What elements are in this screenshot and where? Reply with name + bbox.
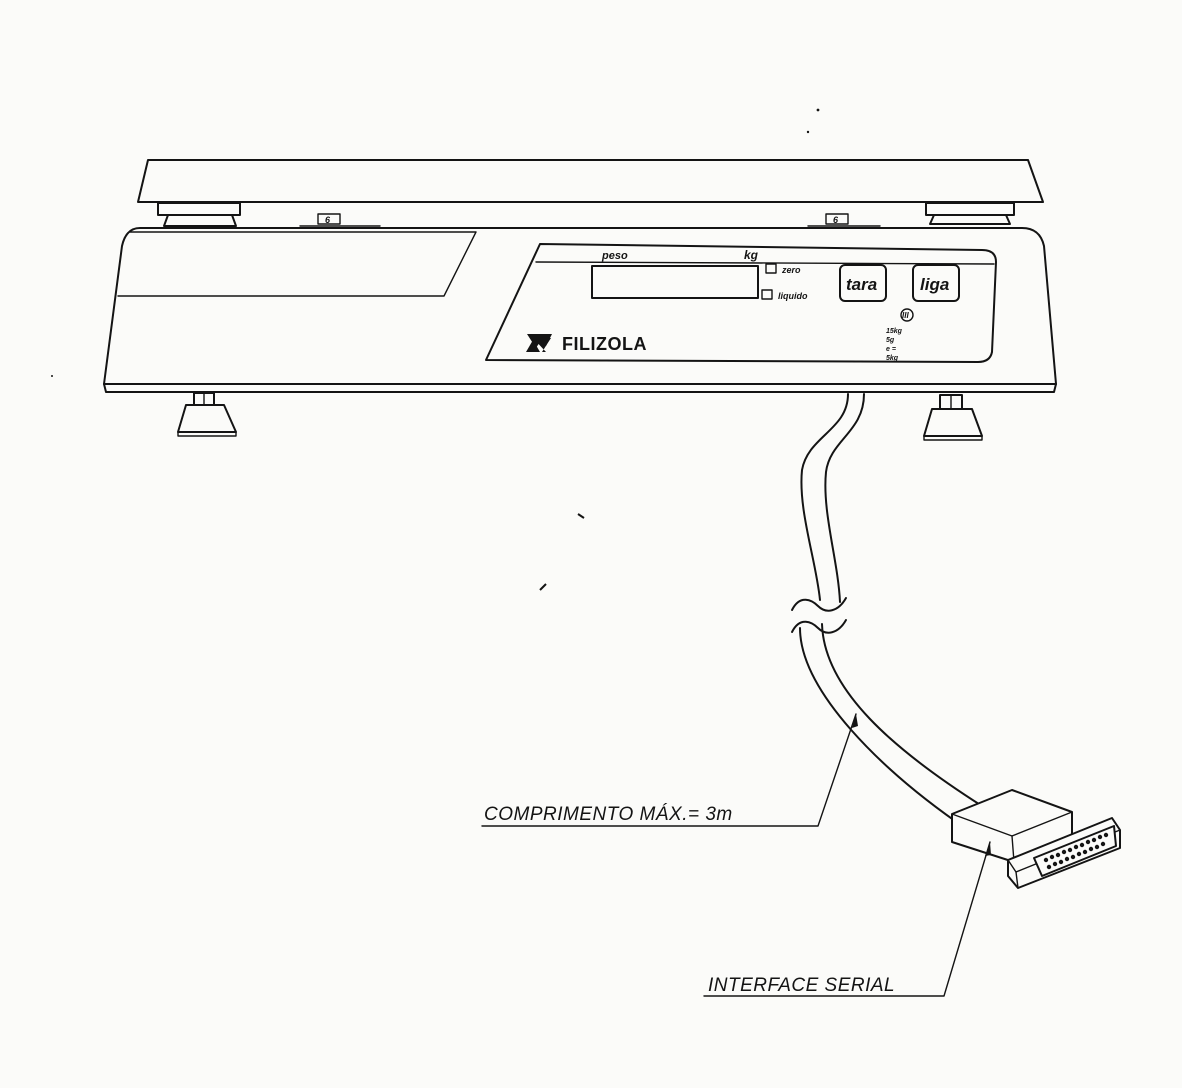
foot-right	[923, 394, 983, 441]
cable-length-callout: COMPRIMENTO MÁX.= 3m	[481, 713, 858, 827]
weight-display	[591, 265, 759, 299]
weighing-platform	[137, 159, 1044, 203]
spec-line: 5kg	[886, 355, 899, 362]
foot-left	[177, 392, 237, 437]
accuracy-class-label: III	[902, 311, 909, 320]
serial-connector	[951, 789, 1121, 889]
platform-support-right	[925, 202, 1015, 225]
spec-line: e =	[886, 346, 896, 353]
brand-name: FILIZOLA	[562, 334, 647, 354]
tare-key[interactable]: tara	[839, 264, 887, 302]
power-key[interactable]: liga	[912, 264, 960, 302]
connector-pins	[1043, 832, 1109, 870]
load-cell-tag-left: 6	[299, 213, 381, 227]
scan-specks	[51, 108, 820, 591]
connector-label: INTERFACE SERIAL	[708, 975, 895, 996]
brand-logo: FILIZOLA	[526, 334, 647, 354]
indicator-stable-label: liquido	[778, 291, 808, 301]
accuracy-class-mark: III	[900, 308, 914, 322]
display-label-peso: peso	[601, 250, 628, 262]
spec-block: 15kg 5g e = 5kg	[886, 328, 903, 362]
connector-callout: INTERFACE SERIAL	[703, 841, 991, 997]
load-cell-tag-right: 6	[807, 213, 881, 227]
power-key-label: liga	[920, 275, 949, 294]
tare-key-label: tara	[846, 275, 877, 294]
serial-cable	[791, 393, 983, 831]
scale-base	[103, 227, 1057, 393]
foot-tag-left-label: 6	[325, 215, 331, 225]
spec-line: 5g	[886, 337, 895, 344]
display-label-unit: kg	[744, 248, 759, 262]
indicator-zero: zero	[765, 263, 801, 275]
indicator-zero-label: zero	[781, 265, 801, 275]
indicator-stable: liquido	[761, 289, 808, 301]
foot-tag-right-label: 6	[833, 215, 839, 225]
platform-support-left	[157, 202, 241, 227]
front-panel: peso kg	[485, 243, 997, 363]
spec-line: 15kg	[886, 328, 903, 335]
cable-length-label: COMPRIMENTO MÁX.= 3m	[484, 804, 733, 825]
